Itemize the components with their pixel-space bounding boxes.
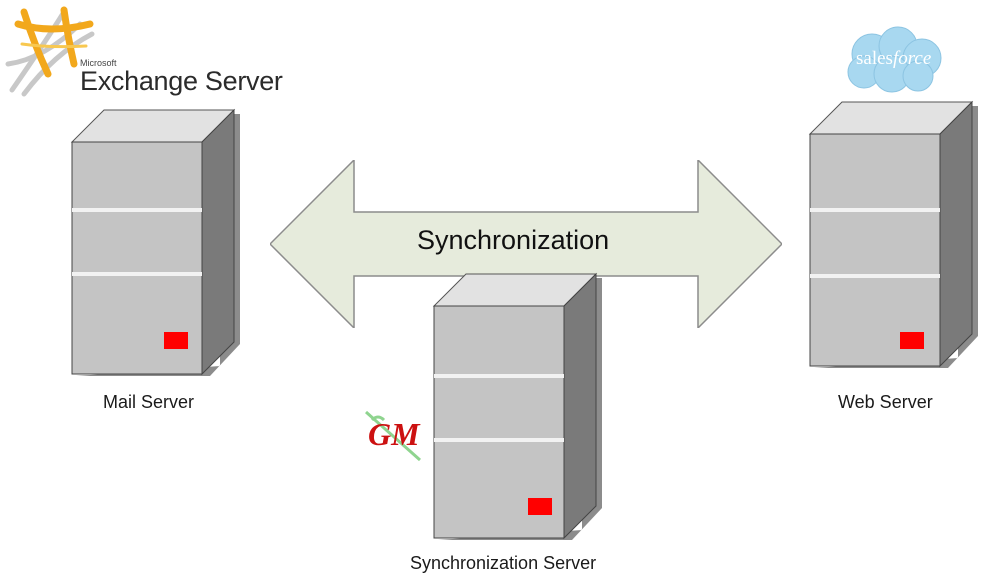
gm-slash-icon (365, 410, 421, 462)
web-server-icon (808, 100, 978, 368)
synchronization-arrow-shape (270, 160, 782, 328)
synchronization-server-icon (432, 272, 602, 540)
synchronization-server-label: Synchronization Server (410, 553, 597, 573)
exchange-logo: Microsoft Exchange Server (0, 0, 300, 110)
salesforce-cloud-icon (847, 26, 942, 93)
synchronization-arrow (270, 160, 782, 328)
mail-server-indicator (164, 332, 188, 349)
exchange-vendor: Microsoft (80, 58, 117, 68)
gm-logo: GM (362, 408, 424, 464)
gm-logo-text: GM (368, 416, 420, 452)
salesforce-text-force: force (892, 48, 932, 69)
salesforce-logo: salesforce (842, 26, 944, 96)
mail-server-label: Mail Server (103, 392, 195, 412)
synchronization-label: Synchronization (417, 225, 610, 255)
salesforce-wordmark: salesforce (856, 48, 931, 70)
salesforce-text-sales: sales (856, 48, 893, 69)
web-server-indicator (900, 332, 924, 349)
mail-server-icon (70, 108, 240, 376)
synchronization-server-indicator (528, 498, 552, 515)
web-server-label: Web Server (838, 392, 933, 412)
exchange-product-name: Exchange Server (80, 66, 283, 96)
exchange-emblem-icon (5, 6, 95, 97)
